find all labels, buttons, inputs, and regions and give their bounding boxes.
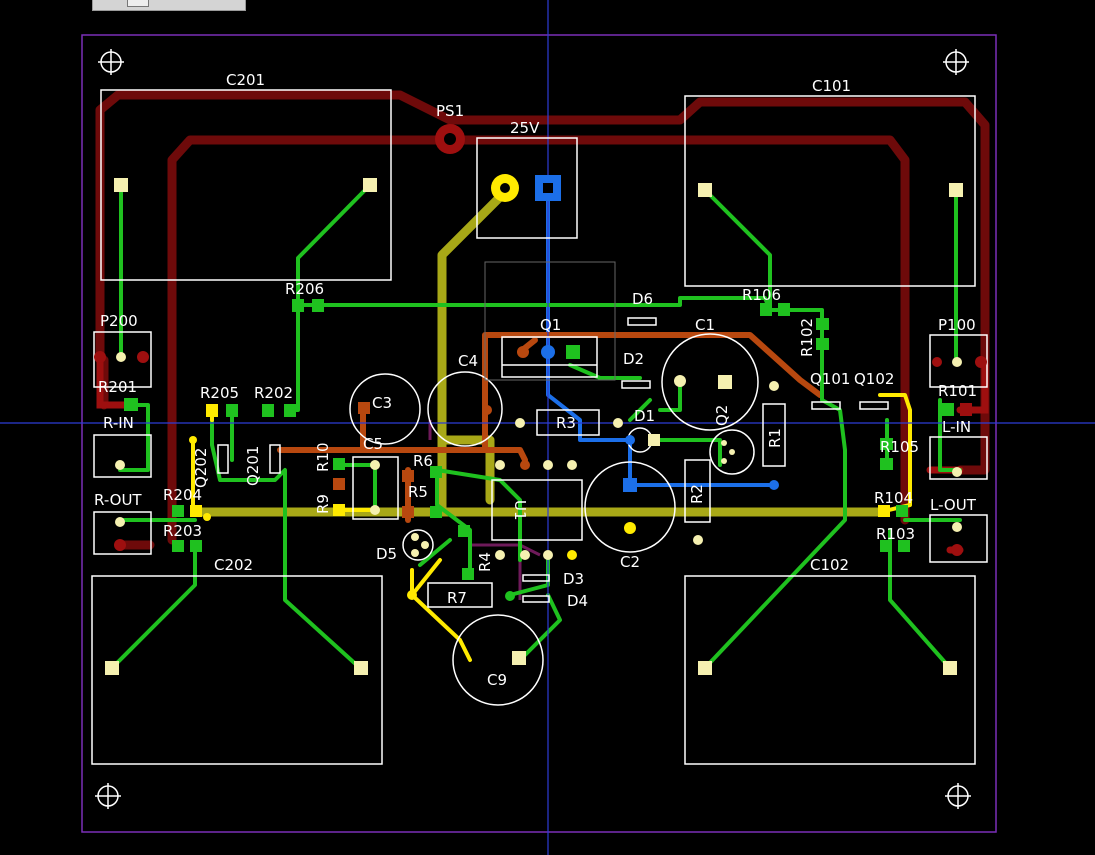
label-p200: P200 [100,312,138,330]
label-r205: R205 [200,384,239,402]
label-ps1: PS1 [436,102,464,120]
label-r4: R4 [476,552,494,572]
label-q101: Q101 [810,370,850,388]
label-d5: D5 [376,545,397,563]
label-q2: Q2 [713,405,731,426]
label-r103: R103 [876,525,915,543]
label-r9: R9 [314,494,332,514]
label-r3: R3 [556,414,576,432]
label-u1: U1 [511,500,529,521]
component-labels: C201 C101 C202 C102 PS1 25V P200 P100 R-… [94,71,977,689]
toolbar-strip [92,0,246,11]
label-r104: R104 [874,489,913,507]
label-r-out: R-OUT [94,491,142,509]
label-r204: R204 [163,486,202,504]
label-c9: C9 [487,671,507,689]
label-r202: R202 [254,384,293,402]
label-d2: D2 [623,350,644,368]
label-q201: Q201 [244,446,262,486]
label-r203: R203 [163,522,202,540]
label-r101: R101 [938,382,977,400]
label-l-in: L-IN [942,418,971,436]
label-c101: C101 [812,77,851,95]
label-c1: C1 [695,316,715,334]
label-r5: R5 [408,483,428,501]
label-c5: C5 [363,435,383,453]
label-r7: R7 [447,589,467,607]
label-r-in: R-IN [103,414,134,432]
label-d4: D4 [567,592,588,610]
label-p100: P100 [938,316,976,334]
toolbar-button[interactable] [127,0,149,7]
label-d6: D6 [632,290,653,308]
label-q1: Q1 [540,316,561,334]
silkscreen-outlines [91,89,988,765]
label-r206: R206 [285,280,324,298]
label-r10: R10 [314,442,332,472]
label-q102: Q102 [854,370,894,388]
label-r2: R2 [688,484,706,504]
label-c2: C2 [620,553,640,571]
label-r6: R6 [413,452,433,470]
label-r105: R105 [880,438,919,456]
label-d3: D3 [563,570,584,588]
label-r1: R1 [766,428,784,448]
label-c4: C4 [458,352,478,370]
pads [94,124,987,675]
trace-signal-green [110,183,962,670]
label-c201: C201 [226,71,265,89]
label-q202: Q202 [192,448,210,488]
label-r106: R106 [742,286,781,304]
label-c202: C202 [214,556,253,574]
label-d1: D1 [634,407,655,425]
heatsink-outline [484,261,616,381]
board-outline [81,34,997,833]
mounting-holes [95,49,971,809]
label-r102: R102 [798,318,816,357]
label-r201: R201 [98,378,137,396]
label-l-out: L-OUT [930,496,977,514]
label-25v: 25V [510,119,540,137]
label-c102: C102 [810,556,849,574]
label-c3: C3 [372,394,392,412]
